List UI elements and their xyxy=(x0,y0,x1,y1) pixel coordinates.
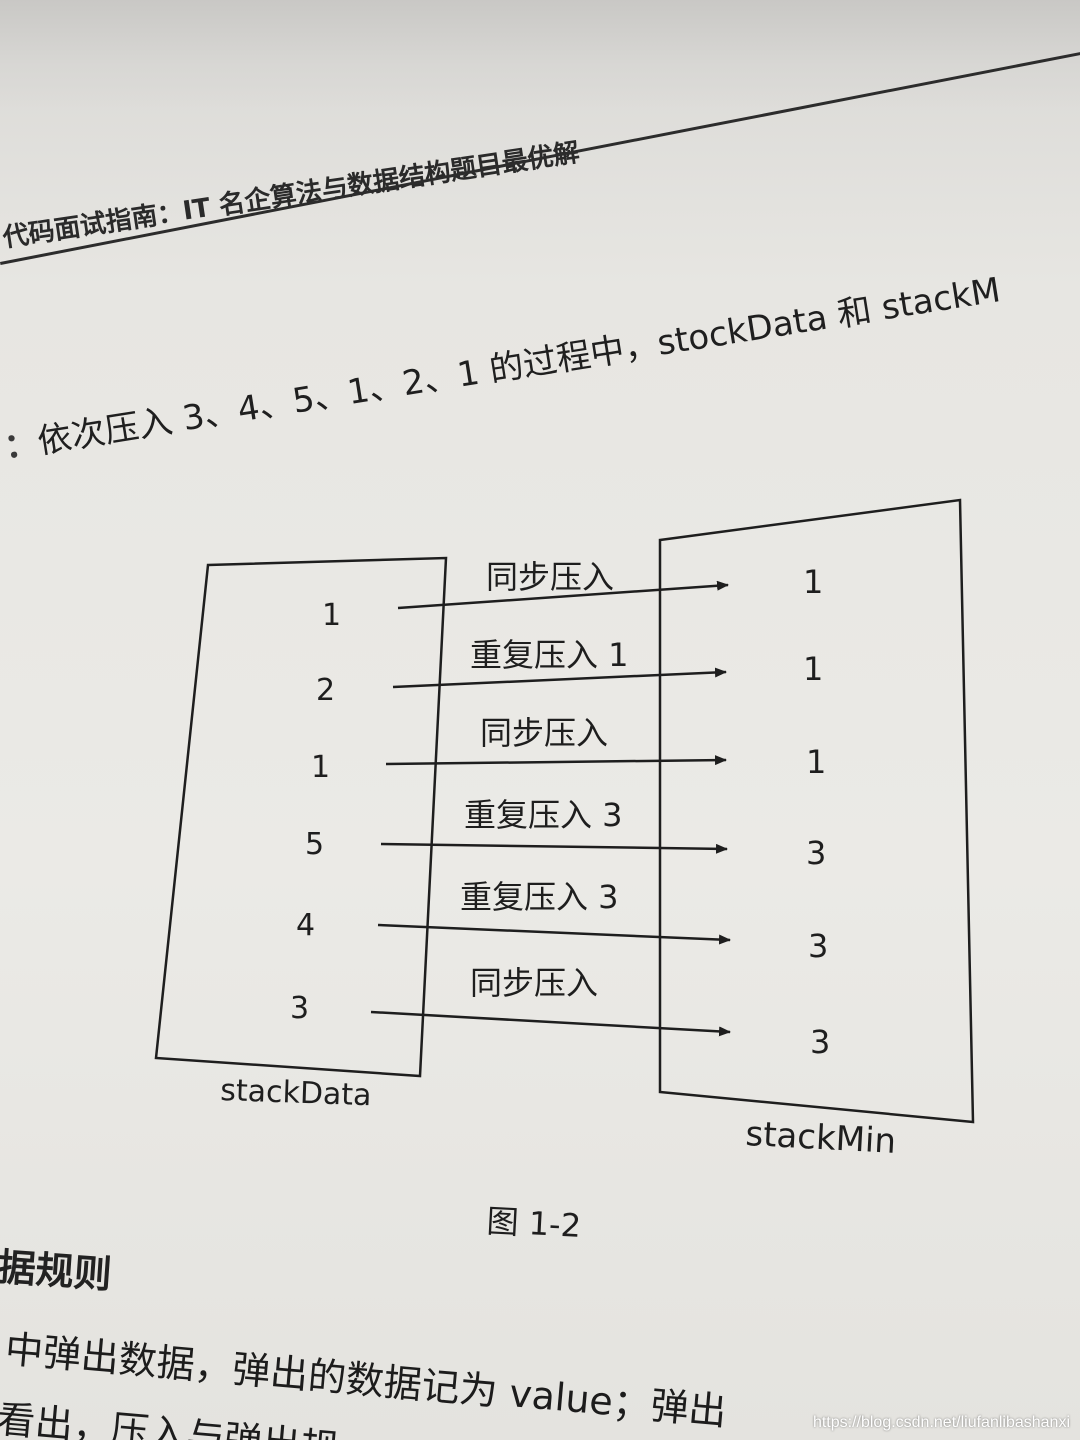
arrow-label: 重复压入 3 xyxy=(460,878,619,916)
stackmin-value: 1 xyxy=(803,563,823,601)
stackdata-value: 4 xyxy=(296,908,315,943)
diagram-rows: 1 同步压入 1 2 重复压入 1 1 1 同步压入 1 5 重复压入 3 3 4 重复压入 3 3 3 同步压… xyxy=(290,558,830,1061)
arrow-label: 同步压入 xyxy=(486,558,614,596)
stackmin-value: 3 xyxy=(806,834,826,872)
push-arrow xyxy=(397,580,729,610)
stackmin-value: 3 xyxy=(808,927,828,965)
arrow-label: 重复压入 3 xyxy=(464,796,623,834)
section-heading: 据规则 xyxy=(0,1244,114,1297)
stackmin-label: stackMin xyxy=(745,1114,897,1162)
stackdata-box xyxy=(154,556,448,1078)
arrow-label: 同步压入 xyxy=(470,964,598,1002)
arrow-label: 同步压入 xyxy=(480,714,608,752)
stackmin-value: 1 xyxy=(806,743,826,781)
stackdata-value: 5 xyxy=(305,827,324,862)
push-arrow xyxy=(380,842,728,854)
stackmin-box xyxy=(658,498,975,1124)
stackmin-value: 1 xyxy=(803,650,823,688)
push-arrow xyxy=(370,1010,731,1037)
stackmin-value: 3 xyxy=(810,1023,830,1061)
push-arrow xyxy=(377,923,731,945)
page-shadow xyxy=(0,0,1080,110)
push-arrow xyxy=(385,755,727,766)
stackdata-value: 3 xyxy=(290,991,309,1026)
watermark: https://blog.csdn.net/liufanlibashanxi xyxy=(812,1414,1070,1431)
stackdata-value: 1 xyxy=(322,598,341,633)
stackdata-label: stackData xyxy=(220,1073,372,1113)
stackdata-value: 1 xyxy=(311,750,330,785)
figure-caption: 图 1-2 xyxy=(485,1201,583,1245)
arrow-label: 重复压入 1 xyxy=(470,636,629,674)
stackdata-value: 2 xyxy=(316,673,335,708)
push-arrow xyxy=(392,667,727,689)
